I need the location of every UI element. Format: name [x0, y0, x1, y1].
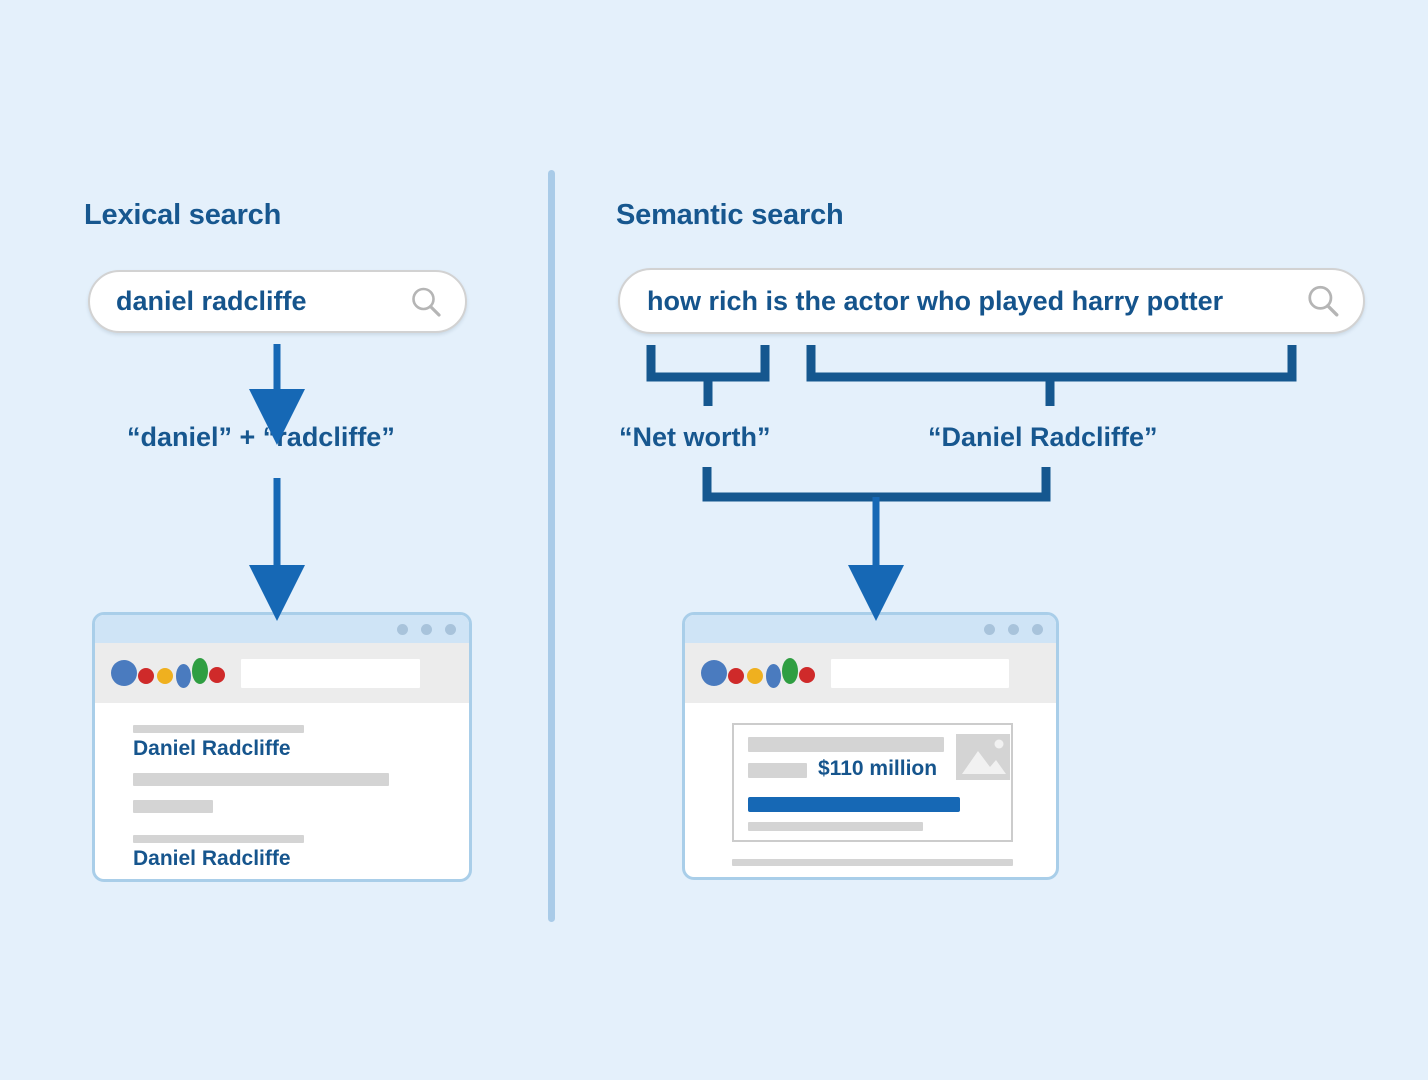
window-dot-icon: [1008, 623, 1019, 635]
concept-label-daniel-radcliffe: “Daniel Radcliffe”: [928, 422, 1158, 452]
browser-address-field[interactable]: [241, 658, 420, 688]
placeholder-bar: [748, 822, 923, 831]
browser-titlebar: [95, 615, 469, 643]
lexical-result-browser: Daniel Radcliffe Daniel Radcliffe: [92, 612, 472, 882]
window-dot-icon: [397, 623, 408, 635]
bracket-merge: [702, 467, 1051, 502]
lexical-search-bar[interactable]: daniel radcliffe: [88, 270, 467, 333]
browser-titlebar: [685, 615, 1056, 643]
window-dot-icon: [984, 623, 995, 635]
lexical-results-list: Daniel Radcliffe Daniel Radcliffe: [95, 703, 469, 879]
concept-label-net-worth: “Net worth”: [619, 422, 771, 452]
search-engine-logo-icon: [111, 656, 225, 690]
highlighted-bar: [748, 797, 960, 812]
knowledge-panel-card: $110 million: [732, 723, 1013, 842]
net-worth-value: $110 million: [818, 757, 938, 780]
placeholder-bar: [133, 800, 213, 813]
semantic-result-browser: $110 million: [682, 612, 1059, 880]
result-title[interactable]: Daniel Radcliffe: [133, 847, 291, 870]
magnifier-icon[interactable]: [1305, 283, 1341, 319]
semantic-search-input[interactable]: how rich is the actor who played harry p…: [647, 285, 1224, 316]
panel-divider: [548, 170, 555, 922]
browser-toolbar: [685, 643, 1056, 703]
window-dot-icon: [445, 623, 456, 635]
window-dot-icon: [1032, 623, 1043, 635]
bracket-daniel-radcliffe: [806, 345, 1297, 382]
placeholder-bar: [748, 763, 807, 778]
browser-toolbar: [95, 643, 469, 703]
search-engine-logo-icon: [701, 656, 815, 690]
placeholder-bar: [133, 773, 389, 786]
placeholder-bar: [748, 737, 944, 752]
placeholder-bar: [133, 725, 304, 733]
placeholder-bar: [133, 835, 304, 843]
image-thumbnail-icon: [956, 734, 1010, 780]
lexical-search-heading: Lexical search: [84, 199, 282, 231]
bracket-net-worth: [646, 345, 770, 382]
result-title[interactable]: Daniel Radcliffe: [133, 737, 291, 760]
semantic-search-heading: Semantic search: [616, 199, 844, 231]
lexical-search-input[interactable]: daniel radcliffe: [116, 286, 307, 316]
browser-address-field[interactable]: [831, 658, 1009, 688]
magnifier-icon[interactable]: [409, 285, 443, 319]
semantic-search-bar[interactable]: how rich is the actor who played harry p…: [618, 268, 1365, 334]
lexical-terms-label: “daniel” + “radcliffe”: [127, 422, 395, 452]
semantic-results-area: $110 million: [685, 703, 1056, 877]
window-dot-icon: [421, 623, 432, 635]
placeholder-bar: [732, 859, 1013, 866]
